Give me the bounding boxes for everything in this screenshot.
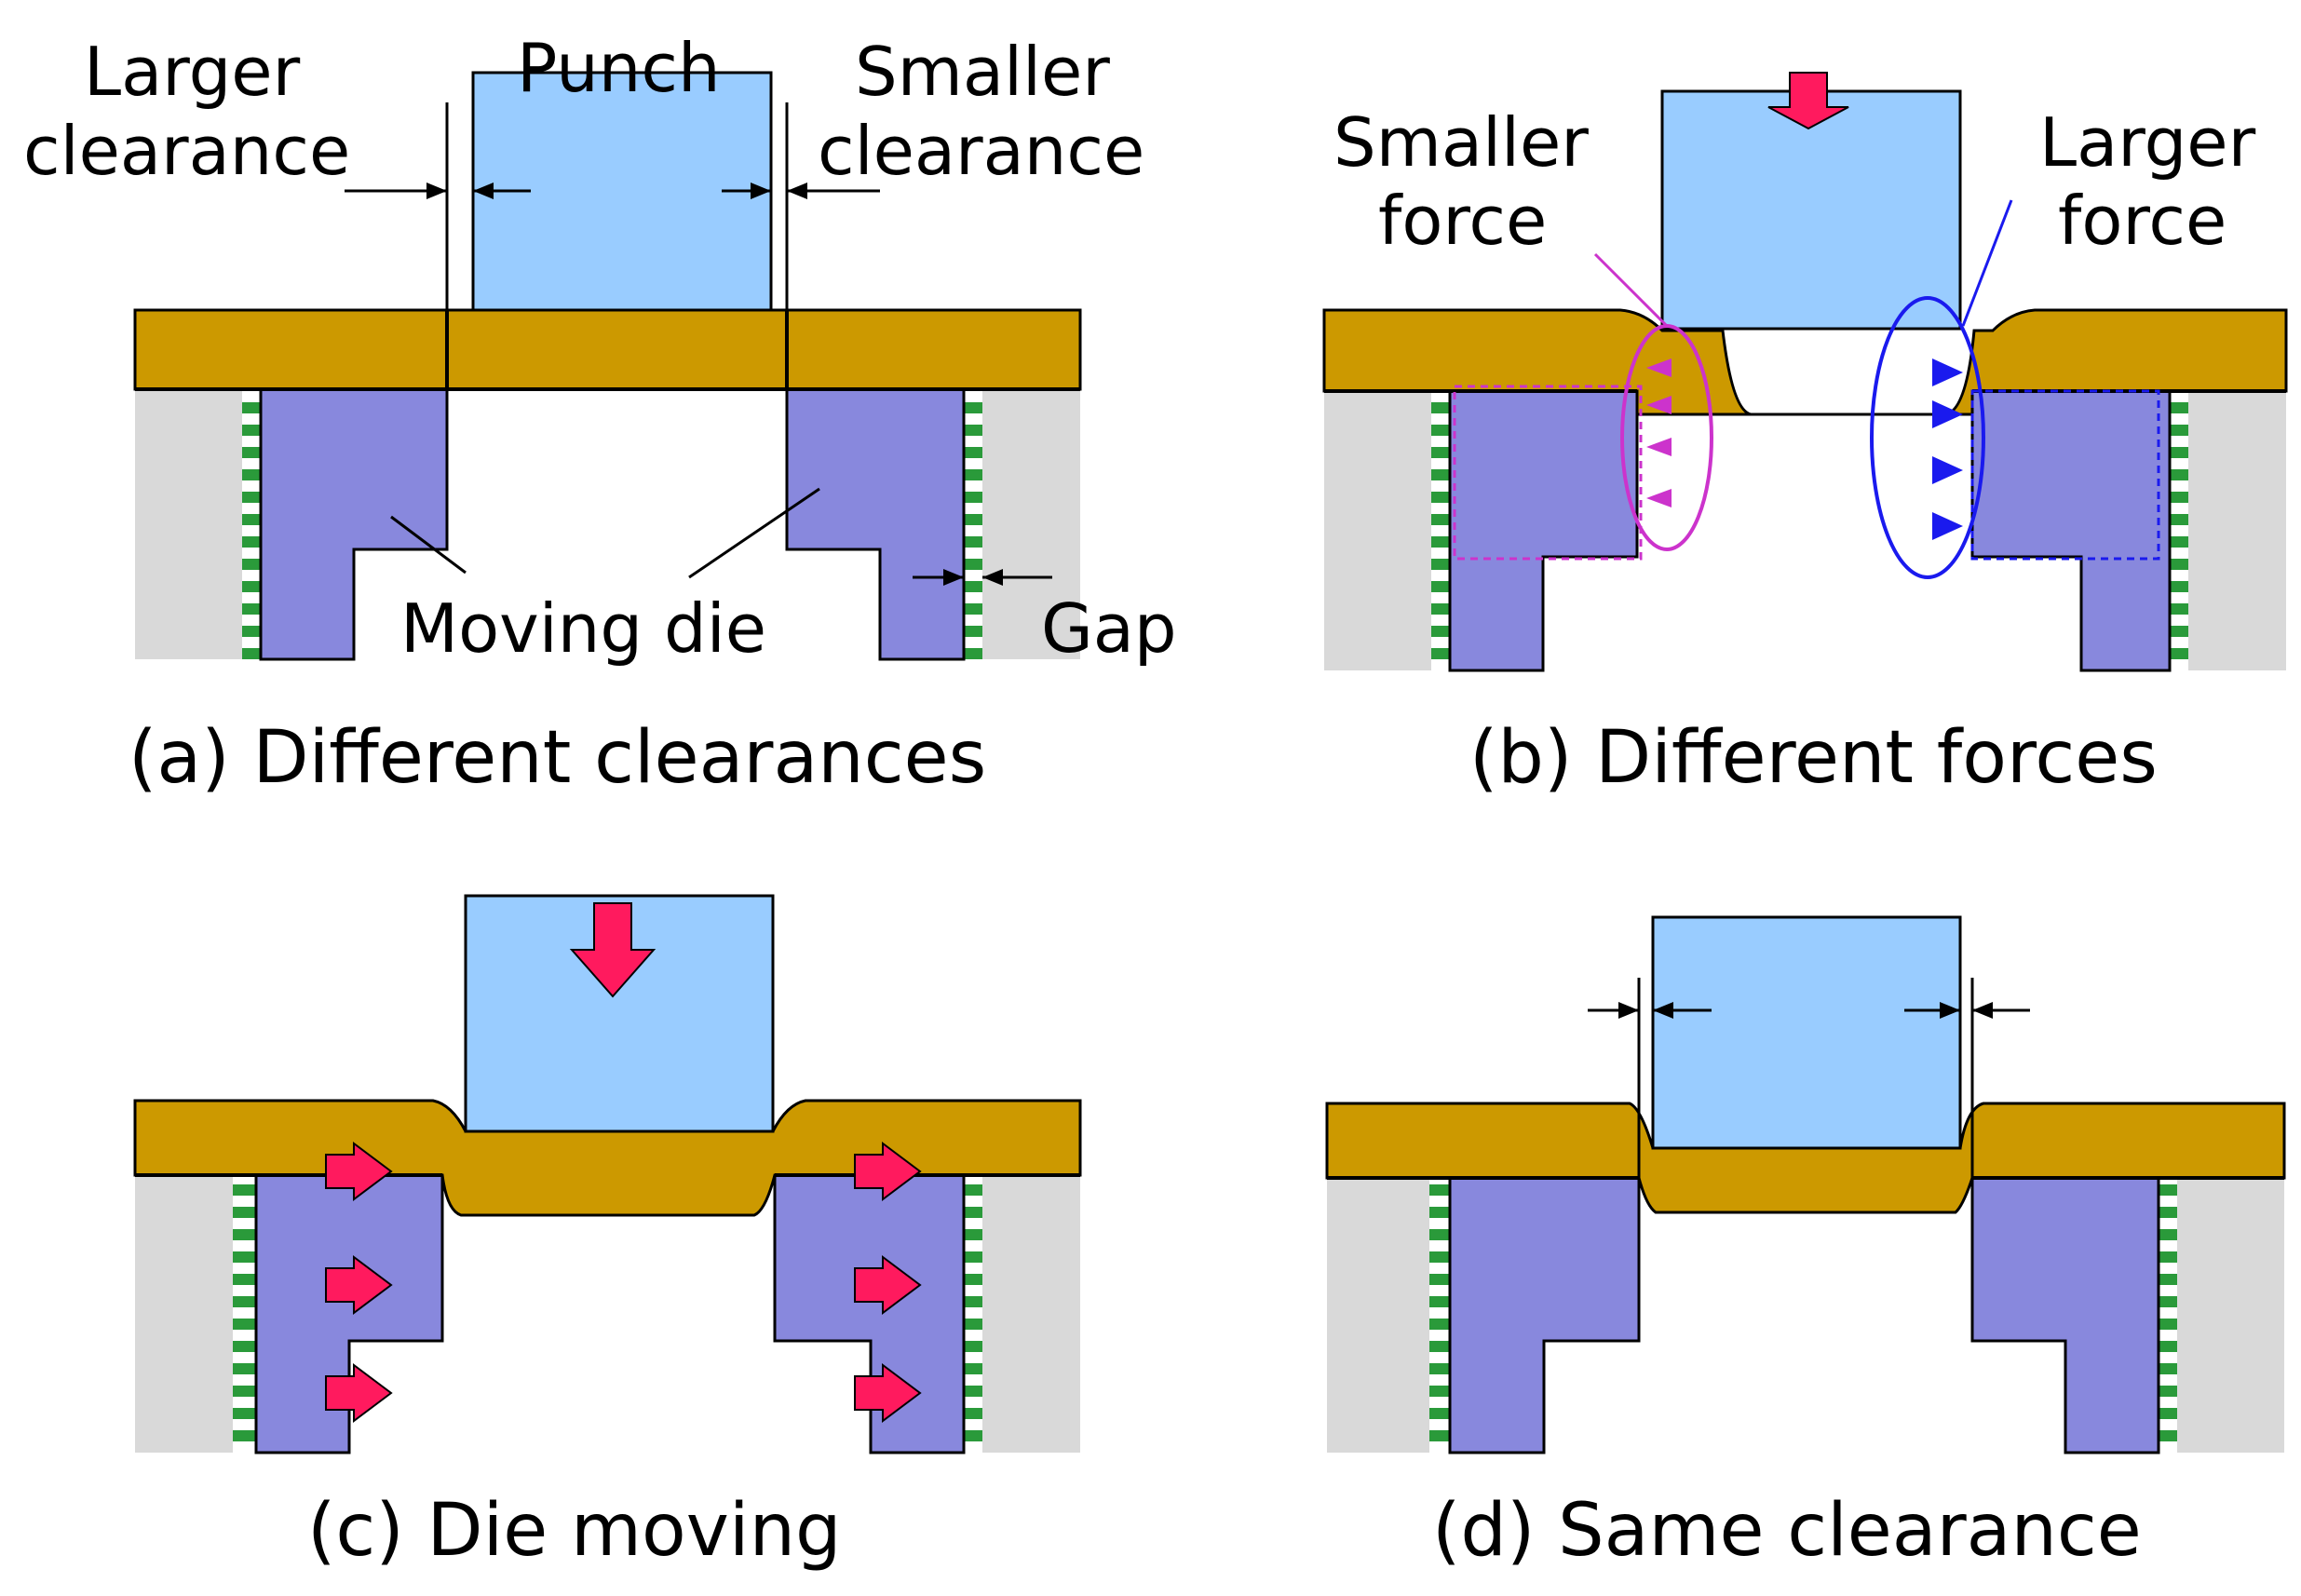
gap-right <box>2159 1178 2177 1453</box>
panel-b: Smaller force Larger force (b) Different… <box>1322 72 2288 800</box>
moving-die-leader-left <box>390 515 467 575</box>
panel-a: Larger clearance Punch Smaller clearance… <box>23 29 1177 800</box>
left-arrow-icon <box>1646 489 1672 507</box>
caption-b: (b) Different forces <box>1469 716 2158 800</box>
caption-c: (c) Die moving <box>307 1489 842 1573</box>
moving-die-label: Moving die <box>400 589 766 668</box>
die-holder-right <box>982 1175 1080 1453</box>
gap-left <box>233 1175 256 1453</box>
panel-d: (d) Same clearance <box>1325 915 2286 1573</box>
right-arrow-icon <box>854 1142 922 1201</box>
gap-left <box>242 389 261 659</box>
die-holder-left <box>1327 1178 1429 1453</box>
larger-force-label-2: force <box>2058 182 2227 260</box>
right-arrow-icon <box>325 1142 393 1201</box>
die-push-arrows-left <box>325 1142 393 1423</box>
die-holder-right <box>2188 391 2286 670</box>
larger-clearance-label-2: clearance <box>23 112 350 190</box>
punch <box>1660 89 1962 331</box>
larger-force-label-1: Larger <box>2039 103 2256 182</box>
smaller-force-zone <box>1453 252 1713 561</box>
left-arrow-icon <box>1646 438 1672 456</box>
left-arrow-icon <box>1646 396 1672 414</box>
punch <box>1651 915 1962 1150</box>
right-arrow-icon <box>1932 512 1963 540</box>
die-push-arrows-right <box>854 1142 922 1423</box>
moving-die-left <box>1448 1176 1641 1454</box>
moving-die-left <box>254 1173 444 1454</box>
smaller-clearance-dimension <box>722 183 880 199</box>
die-holder-left <box>135 389 242 659</box>
gap-right <box>964 389 982 659</box>
smaller-force-label-2: force <box>1378 182 1547 260</box>
right-arrow-icon <box>1932 358 1963 386</box>
same-clearance-dimension-left <box>1588 1002 1712 1019</box>
moving-die-right <box>1970 1176 2160 1454</box>
right-arrow-icon <box>325 1363 393 1423</box>
right-arrow-icon <box>1932 400 1963 428</box>
gap-right <box>2170 391 2188 670</box>
die-holder-right <box>982 389 1080 659</box>
moving-die-right <box>1970 387 2172 672</box>
smaller-clearance-label-1: Smaller <box>855 33 1110 111</box>
same-clearance-dimension-right <box>1904 1002 2030 1019</box>
die-holder-left <box>135 1175 233 1453</box>
sheet <box>133 308 1082 391</box>
right-arrow-icon <box>854 1363 922 1423</box>
smaller-clearance-label-2: clearance <box>818 112 1144 190</box>
larger-clearance-label-1: Larger <box>84 33 301 111</box>
gap-left <box>1429 1178 1450 1453</box>
moving-die-leader-right <box>688 487 820 579</box>
right-arrow-icon <box>325 1255 393 1315</box>
caption-a: (a) Different clearances <box>129 716 986 800</box>
left-arrow-icon <box>1646 358 1672 377</box>
gap-left <box>1431 391 1450 670</box>
punch-label: Punch <box>517 29 721 107</box>
caption-d: (d) Same clearance <box>1432 1489 2142 1573</box>
larger-clearance-dimension <box>345 183 531 199</box>
smaller-force-label-1: Smaller <box>1333 103 1589 182</box>
down-arrow-icon <box>569 902 656 998</box>
die-holder-left <box>1324 391 1431 670</box>
moving-die-right <box>785 385 966 661</box>
gap-dimension <box>913 569 1052 586</box>
panel-c: (c) Die moving <box>133 894 1082 1573</box>
moving-die-right <box>773 1173 966 1454</box>
gap-right <box>964 1175 982 1453</box>
moving-die-left <box>1448 387 1639 672</box>
larger-force-zone <box>1870 199 2160 579</box>
down-arrow-icon <box>1767 72 1849 130</box>
right-arrow-icon <box>1932 456 1963 484</box>
die-holder-right <box>2177 1178 2284 1453</box>
gap-label: Gap <box>1041 589 1177 668</box>
right-arrow-icon <box>854 1255 922 1315</box>
